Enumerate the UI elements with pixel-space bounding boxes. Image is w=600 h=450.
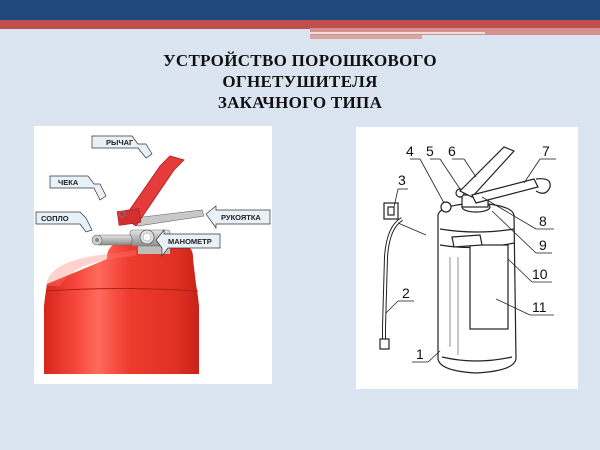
callout-2: 2 — [402, 285, 410, 301]
slide-title: УСТРОЙСТВО ПОРОШКОВОГО ОГНЕТУШИТЕЛЯ ЗАКА… — [100, 50, 500, 113]
extinguisher-color-figure: РЫЧАГ ЧЕКА СОПЛО РУКОЯТКА МАНОМЕТР — [34, 126, 272, 384]
label-pin: ЧЕКА — [58, 178, 79, 187]
accent-bar-tertiary — [310, 35, 422, 39]
label-nozzle: СОПЛО — [41, 214, 69, 223]
callout-10: 10 — [532, 266, 548, 282]
title-line-1: УСТРОЙСТВО ПОРОШКОВОГО — [163, 51, 437, 70]
title-line-2: ОГНЕТУШИТЕЛЯ — [222, 72, 378, 91]
callout-3: 3 — [398, 172, 406, 188]
label-gauge: МАНОМЕТР — [168, 237, 212, 246]
label-lever: РЫЧАГ — [106, 138, 134, 147]
accent-bar-secondary — [310, 28, 600, 35]
callout-5: 5 — [426, 143, 434, 159]
accent-line — [310, 32, 485, 34]
accent-bar — [0, 20, 600, 29]
callout-11: 11 — [532, 299, 547, 315]
title-line-3: ЗАКАЧНОГО ТИПА — [217, 93, 383, 112]
callout-6: 6 — [448, 143, 456, 159]
callout-1: 1 — [416, 346, 424, 362]
extinguisher-schematic-figure: 3 4 5 6 7 8 9 10 11 2 1 — [356, 127, 578, 389]
header-bar — [0, 0, 600, 21]
extinguisher-color-illustration: РЫЧАГ ЧЕКА СОПЛО РУКОЯТКА МАНОМЕТР — [35, 135, 271, 374]
label-handle: РУКОЯТКА — [221, 213, 261, 222]
callout-7: 7 — [542, 143, 550, 159]
callout-8: 8 — [539, 213, 547, 229]
callout-4: 4 — [406, 143, 414, 159]
extinguisher-schematic-illustration: 3 4 5 6 7 8 9 10 11 2 1 — [379, 143, 556, 374]
callout-9: 9 — [539, 237, 547, 253]
